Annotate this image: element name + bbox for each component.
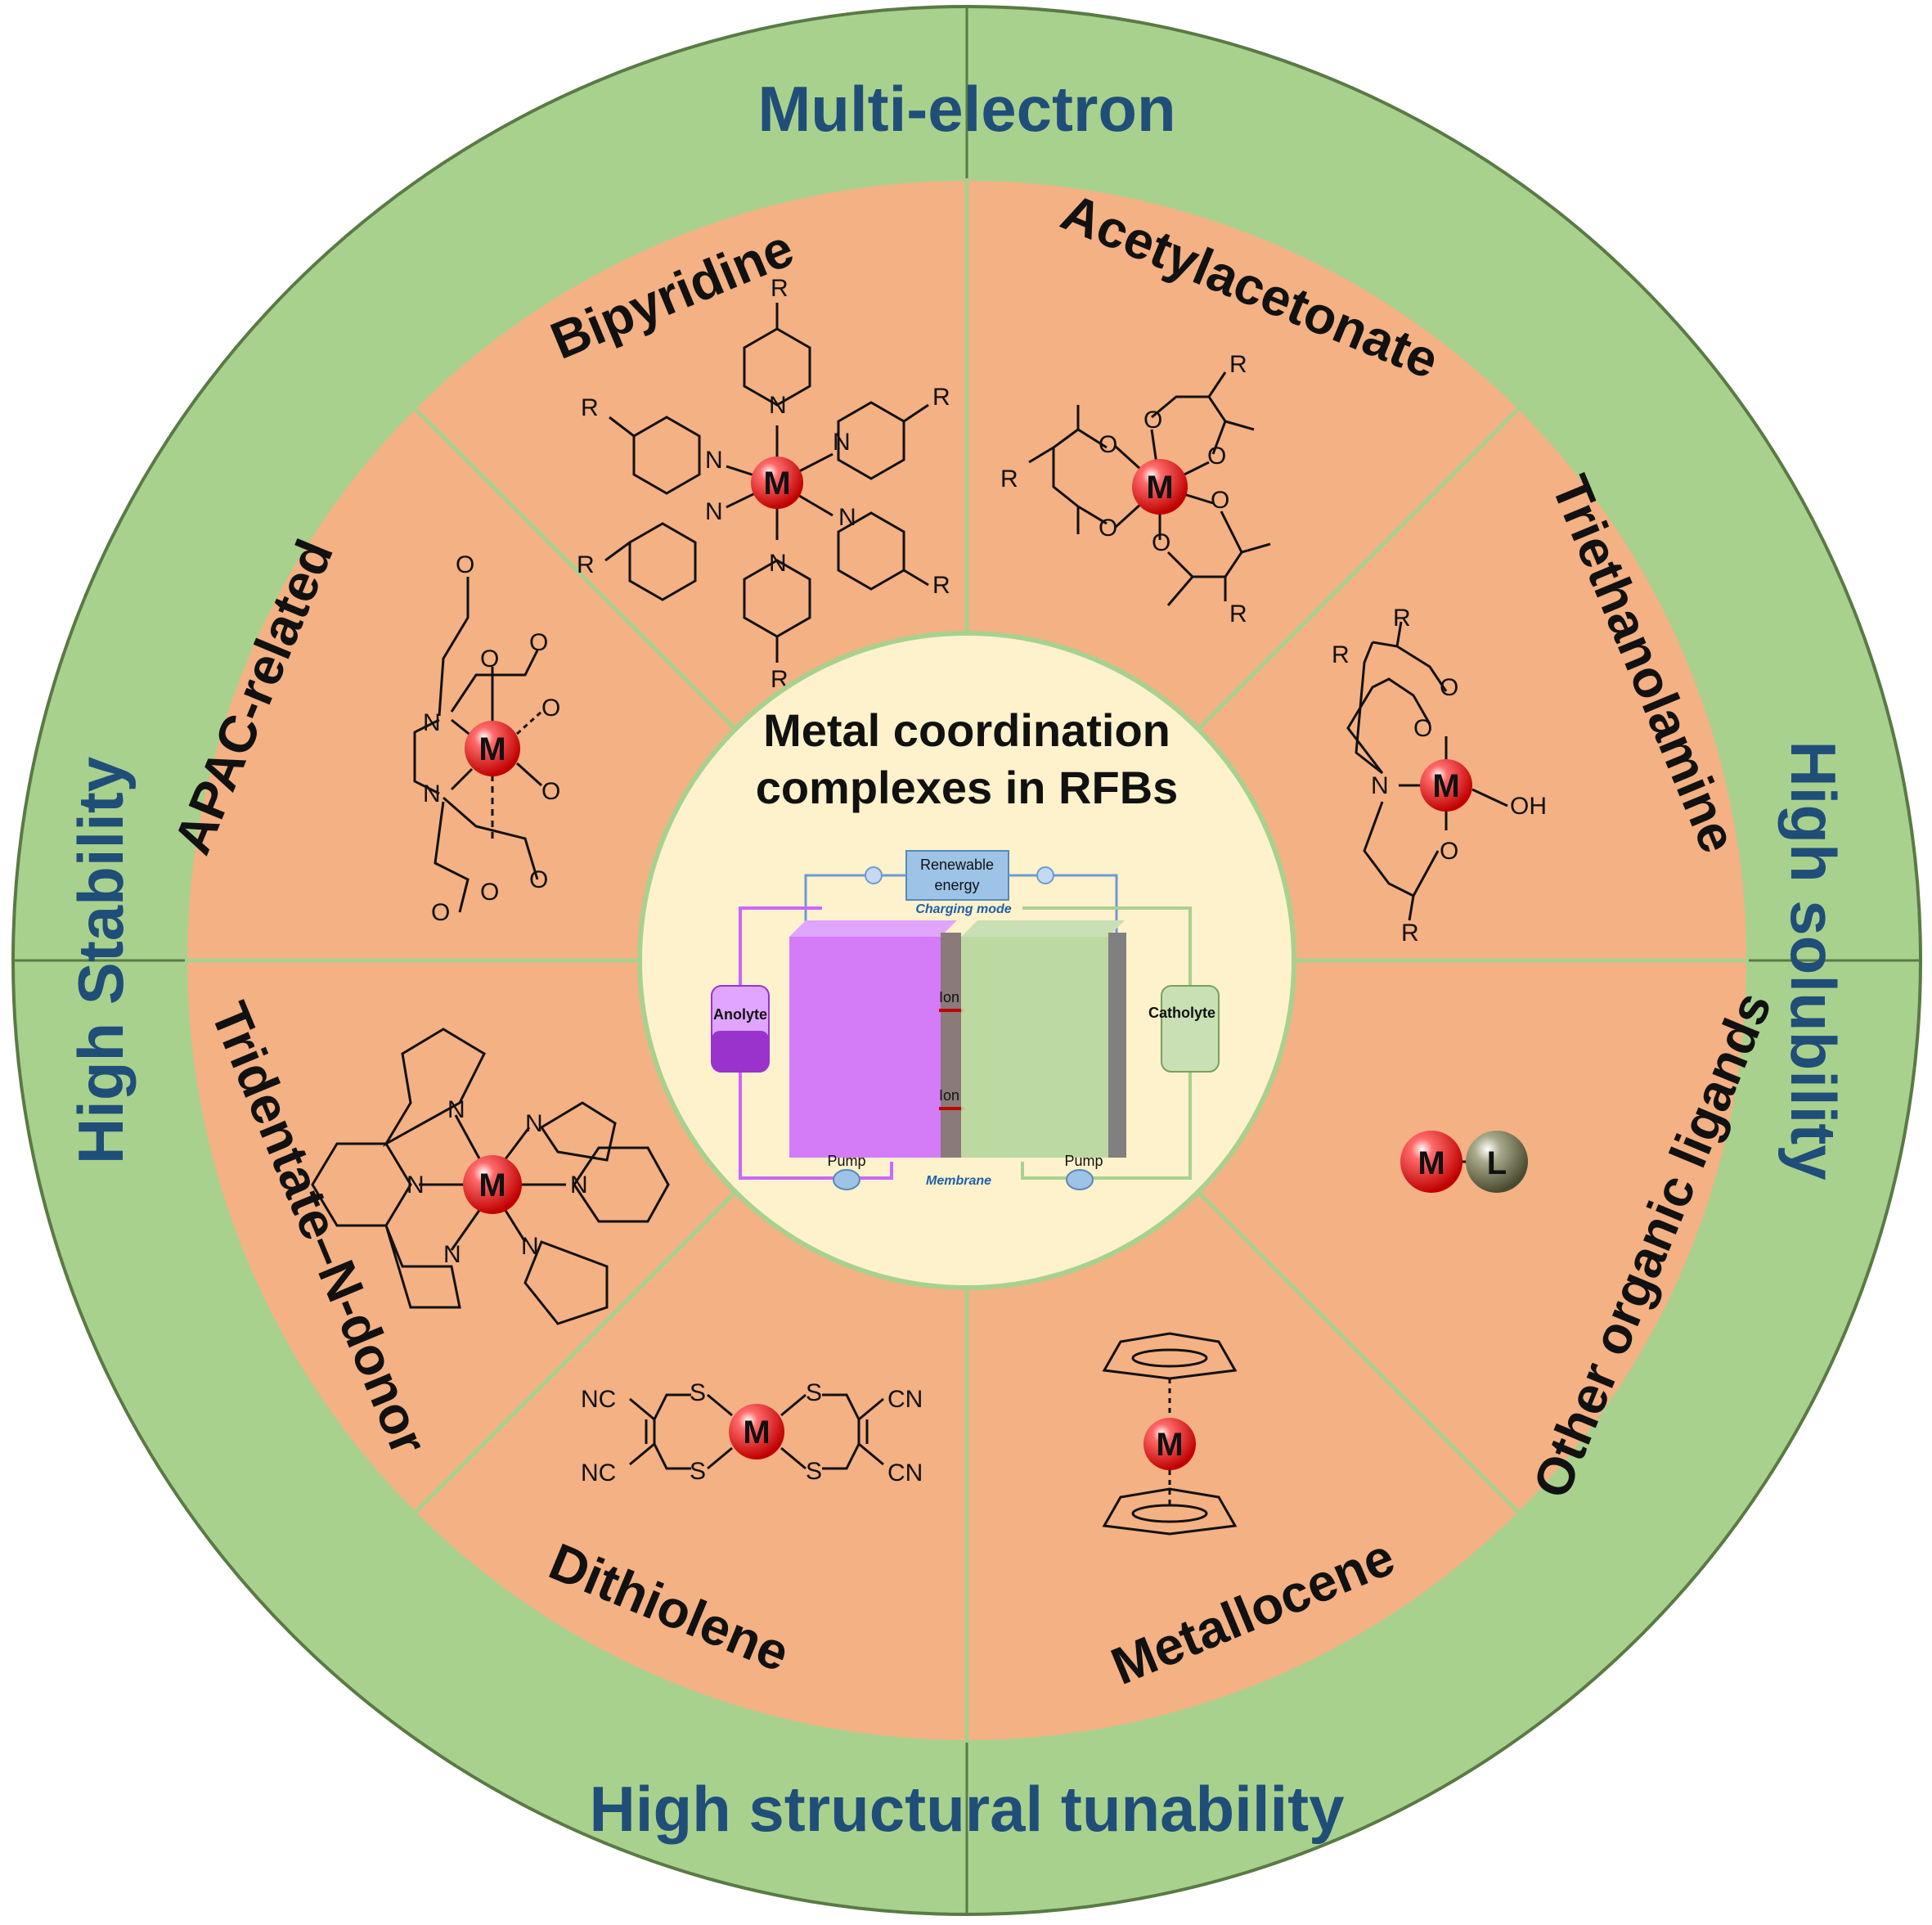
svg-text:M: M bbox=[743, 1415, 770, 1450]
structure-bipyridine: R R R R R R N N N N N N M bbox=[577, 275, 950, 693]
svg-text:O: O bbox=[480, 879, 499, 906]
structure-apac: N N O O O O O O O O M bbox=[413, 551, 560, 926]
svg-text:R: R bbox=[1401, 920, 1419, 947]
svg-text:N: N bbox=[443, 1241, 461, 1268]
svg-text:M: M bbox=[1432, 768, 1459, 804]
svg-text:O: O bbox=[541, 778, 560, 805]
svg-text:N: N bbox=[833, 429, 851, 456]
svg-text:R: R bbox=[771, 666, 789, 693]
center-title-line1: Metal coordination bbox=[763, 704, 1170, 756]
svg-text:R: R bbox=[1393, 605, 1411, 632]
svg-text:Pump: Pump bbox=[1064, 1153, 1103, 1169]
svg-text:Ion: Ion bbox=[939, 989, 959, 1005]
svg-text:S: S bbox=[690, 1379, 706, 1406]
svg-text:M: M bbox=[763, 466, 790, 501]
svg-text:O: O bbox=[1440, 838, 1458, 865]
center-title-line2: complexes in RFBs bbox=[756, 762, 1179, 813]
svg-text:O: O bbox=[1413, 715, 1432, 742]
svg-text:N: N bbox=[1371, 772, 1389, 799]
outer-label-left: High Stability bbox=[65, 757, 137, 1164]
svg-text:NC: NC bbox=[581, 1386, 616, 1413]
svg-text:N: N bbox=[705, 447, 723, 474]
catholyte-tank bbox=[1161, 985, 1220, 1073]
svg-text:R: R bbox=[577, 551, 595, 578]
svg-text:R: R bbox=[1332, 641, 1350, 668]
svg-text:M: M bbox=[1156, 1427, 1183, 1463]
svg-text:O: O bbox=[529, 866, 548, 893]
svg-text:energy: energy bbox=[934, 877, 979, 893]
svg-text:N: N bbox=[447, 1096, 465, 1123]
svg-text:N: N bbox=[525, 1110, 543, 1137]
svg-text:Membrane: Membrane bbox=[926, 1174, 991, 1188]
svg-text:NC: NC bbox=[581, 1459, 616, 1486]
svg-text:O: O bbox=[431, 899, 450, 926]
svg-text:R: R bbox=[932, 384, 950, 411]
structure-tridentate: N N N N N N M bbox=[311, 1028, 670, 1325]
catholyte-cell bbox=[961, 937, 1108, 1158]
svg-text:O: O bbox=[1099, 431, 1117, 458]
svg-text:R: R bbox=[771, 275, 789, 302]
svg-text:R: R bbox=[581, 394, 599, 421]
svg-text:O: O bbox=[529, 629, 548, 656]
svg-text:N: N bbox=[838, 504, 856, 531]
svg-text:O: O bbox=[1143, 407, 1162, 434]
svg-text:Charging mode: Charging mode bbox=[915, 902, 1011, 916]
svg-text:OH: OH bbox=[1510, 793, 1547, 820]
svg-text:N: N bbox=[407, 1172, 425, 1199]
structure-acetylacetonate: O O O O O O R R R M bbox=[1000, 351, 1271, 627]
svg-text:N: N bbox=[423, 780, 441, 807]
outer-label-right: High solubility bbox=[1777, 740, 1849, 1180]
svg-text:N: N bbox=[423, 709, 441, 736]
svg-text:N: N bbox=[769, 550, 787, 577]
svg-text:CN: CN bbox=[887, 1386, 923, 1413]
rfb-schematic: Renewable energy Charging mode Ion Ion A… bbox=[711, 850, 1220, 1190]
svg-text:Pump: Pump bbox=[827, 1153, 865, 1169]
svg-text:N: N bbox=[521, 1233, 539, 1260]
svg-text:Renewable: Renewable bbox=[920, 857, 994, 873]
svg-text:M: M bbox=[479, 731, 505, 767]
svg-text:R: R bbox=[1229, 351, 1247, 378]
svg-text:O: O bbox=[1099, 515, 1117, 542]
svg-text:O: O bbox=[541, 695, 560, 722]
svg-text:R: R bbox=[1000, 466, 1018, 492]
outer-label-top: Multi-electron bbox=[757, 73, 1175, 145]
svg-text:S: S bbox=[690, 1458, 706, 1485]
structure-other-ligands: M L bbox=[1400, 1131, 1528, 1193]
svg-text:Catholyte: Catholyte bbox=[1148, 1005, 1215, 1021]
svg-text:R: R bbox=[1229, 600, 1247, 627]
svg-text:M: M bbox=[1146, 470, 1173, 506]
svg-text:O: O bbox=[480, 645, 499, 672]
svg-text:L: L bbox=[1487, 1145, 1507, 1181]
anolyte-cell bbox=[789, 937, 941, 1158]
structure-metallocene: M bbox=[1102, 1332, 1238, 1536]
svg-text:O: O bbox=[456, 551, 474, 578]
svg-text:N: N bbox=[570, 1172, 588, 1199]
svg-text:M: M bbox=[1418, 1145, 1445, 1181]
svg-text:Anolyte: Anolyte bbox=[713, 1006, 767, 1023]
svg-text:O: O bbox=[1207, 443, 1226, 470]
svg-text:N: N bbox=[769, 392, 787, 419]
membrane bbox=[941, 933, 961, 1158]
svg-text:R: R bbox=[932, 572, 950, 599]
svg-text:S: S bbox=[806, 1379, 822, 1406]
structure-dithiolene: S S S S NC NC CN CN M bbox=[581, 1379, 923, 1486]
svg-text:N: N bbox=[705, 498, 723, 525]
svg-text:O: O bbox=[1211, 487, 1229, 514]
svg-text:M: M bbox=[479, 1167, 505, 1203]
segment-dividers bbox=[185, 178, 1749, 1743]
svg-text:S: S bbox=[806, 1458, 822, 1485]
outer-label-bottom: High structural tunability bbox=[589, 1773, 1344, 1845]
svg-text:O: O bbox=[1152, 529, 1170, 556]
svg-text:Ion: Ion bbox=[939, 1087, 959, 1104]
structure-triethanolamine: N O O O OH R R R M bbox=[1332, 605, 1547, 947]
svg-text:O: O bbox=[1440, 674, 1458, 701]
svg-text:CN: CN bbox=[887, 1459, 923, 1486]
